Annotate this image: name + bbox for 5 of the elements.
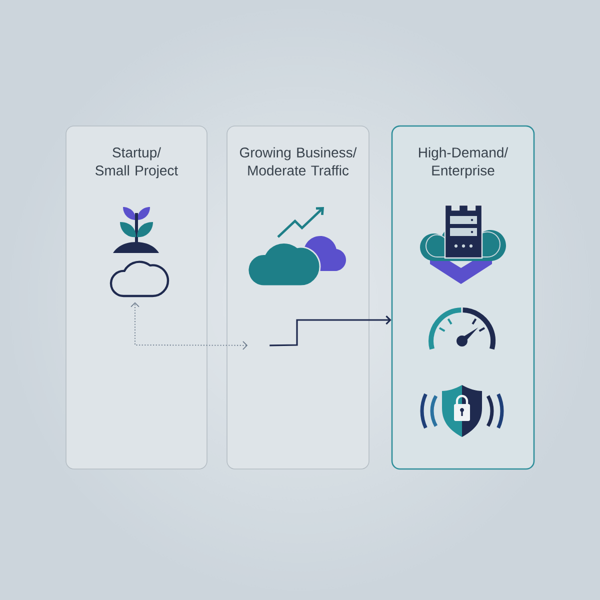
cloud-icon [110,260,170,298]
dotted-arrow [130,302,248,350]
arrow [270,315,392,346]
column-panel: Startup/ Small Project [66,126,208,470]
column-panel: Growing Business/ Moderate Traffic [226,126,370,470]
